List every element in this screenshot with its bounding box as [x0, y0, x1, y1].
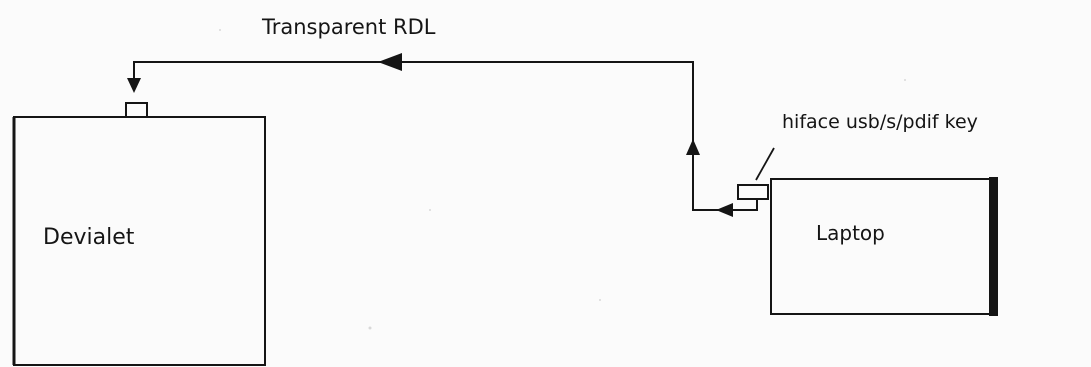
paper-speckles [219, 29, 906, 330]
arrow-down-icon [127, 78, 141, 93]
devialet-label: Devialet [43, 225, 135, 250]
devialet-socket-icon [125, 102, 148, 117]
key-pointer-line [755, 147, 775, 181]
transparent-rdl-cable [133, 61, 758, 211]
laptop-label: Laptop [816, 221, 885, 245]
laptop-edge-bar [989, 177, 998, 316]
laptop-box [770, 178, 995, 315]
arrow-left-icon [378, 53, 402, 71]
arrow-up-icon [686, 139, 700, 155]
key-label: hiface usb/s/pdif key [782, 111, 978, 133]
cable-label: Transparent RDL [261, 15, 436, 39]
arrow-left-small-icon [716, 203, 733, 217]
usb-key-icon [737, 184, 769, 200]
